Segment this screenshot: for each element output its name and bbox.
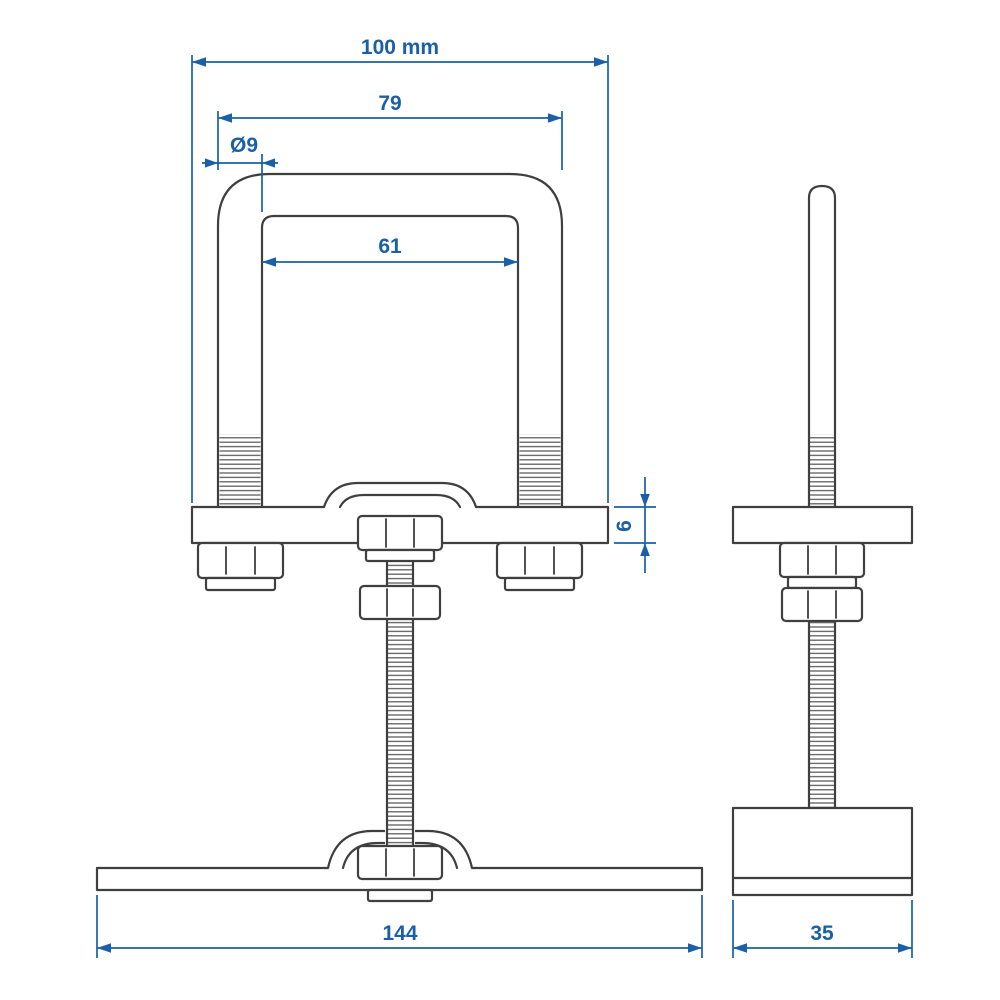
dimensions: 100 mm 79 Ø9 — [96, 36, 913, 958]
side-lower-hex-nut — [780, 586, 864, 623]
side-bottom-block — [731, 806, 914, 897]
dimension-base-plate-width: 144 — [96, 895, 703, 958]
dimension-label-side-view-width: 35 — [810, 922, 834, 945]
bottom-washer — [366, 888, 434, 903]
left-leg-hex-nut — [196, 541, 285, 580]
dimension-overall-width: 100 mm — [191, 36, 609, 503]
dimension-plate-thickness: 6 — [613, 477, 656, 573]
bottom-hex-nut — [356, 844, 444, 881]
dimension-label-ubolt-outer-width: 79 — [378, 92, 401, 115]
u-bolt-outer-contour — [216, 172, 564, 547]
center-upper-hex-nut — [356, 514, 444, 552]
side-rod-thread — [810, 434, 834, 812]
side-rod-contour — [807, 184, 837, 814]
center-lower-hex-nut — [358, 584, 442, 621]
top-bridge-inner-arc — [338, 493, 462, 509]
right-leg-washer — [503, 576, 576, 592]
side-washer — [786, 575, 858, 590]
side-upper-hex-nut — [778, 541, 866, 579]
dimension-rod-diameter: Ø9 — [202, 134, 278, 212]
dimension-label-base-plate-width: 144 — [382, 922, 417, 945]
dimension-label-ubolt-inner-width: 61 — [378, 235, 402, 258]
right-leg-hex-nut — [495, 541, 584, 580]
dimension-label-rod-diameter: Ø9 — [230, 134, 258, 157]
side-top-plate — [731, 505, 914, 545]
dimension-label-plate-thickness: 6 — [613, 520, 636, 532]
front-view — [95, 172, 704, 903]
dimension-ubolt-outer-width: 79 — [217, 92, 563, 170]
left-leg-washer — [204, 576, 277, 592]
top-bridge-mask — [324, 483, 476, 510]
dimension-side-view-width: 35 — [732, 900, 913, 958]
center-washer — [364, 548, 436, 563]
u-bolt-inner-contour — [260, 214, 520, 547]
side-view — [731, 184, 914, 897]
dimension-ubolt-inner-width: 61 — [262, 235, 518, 267]
dimension-label-overall-width: 100 mm — [361, 36, 439, 59]
top-bridge-outer-arc — [322, 481, 478, 509]
